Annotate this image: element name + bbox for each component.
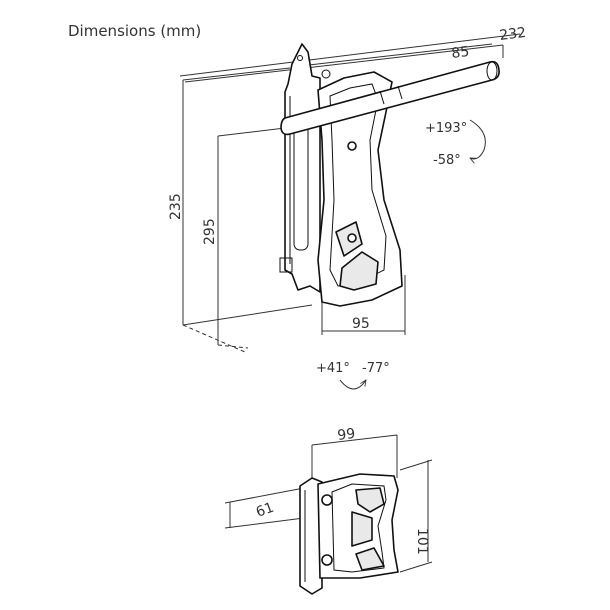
dim-dashed-base-2 [217, 344, 249, 349]
swivel-rotation-indicator [339, 380, 366, 390]
label-bracket-width: 95 [352, 316, 370, 332]
label-swivel-right: -77° [362, 361, 390, 376]
dim-ext-235-top [182, 67, 291, 81]
wall-plate-upper [279, 43, 321, 293]
label-plate-depth: 61 [254, 500, 276, 521]
dim-ext-295-top [217, 127, 286, 137]
dim-line-85 [299, 43, 493, 67]
support-bar [280, 60, 500, 136]
dim-dashed-base [182, 324, 246, 353]
bracket-pivot-bottom [347, 233, 357, 243]
label-plate-height: 101 [414, 528, 430, 555]
bracket-inner [329, 83, 387, 287]
mount-bracket-upper [317, 69, 403, 307]
label-arm-length: 232 [499, 25, 527, 44]
plate-cutout-bottom [355, 547, 385, 571]
support-bar-end [486, 61, 498, 81]
tilt-rotation-indicator [470, 119, 486, 159]
support-bar-clamp-2 [397, 85, 403, 100]
dim-line-232 [184, 44, 504, 83]
label-tilt-up: +193° [425, 121, 467, 136]
label-arm-offset: 85 [451, 44, 471, 62]
support-bar-clamp-1 [379, 90, 385, 105]
mounting-plate-detail [299, 473, 399, 595]
wall-plate-tab [279, 257, 293, 273]
wall-plate-hole-top [297, 55, 303, 61]
tilt-arrow [470, 119, 486, 159]
diagram-title: Dimensions (mm) [68, 22, 202, 40]
swivel-arrow [339, 380, 366, 390]
label-plate-width: 99 [337, 426, 357, 444]
plate-cutout-top [355, 487, 385, 513]
dim-ext-101-top [399, 459, 433, 471]
dim-ext-101-bottom [399, 561, 433, 573]
label-tilt-down: -58° [433, 153, 461, 168]
plate-hole-bottom [321, 554, 333, 566]
bracket-knob [321, 69, 331, 79]
bracket-pivot-top [347, 141, 357, 151]
dim-line-99 [311, 434, 398, 446]
bracket-lower-cutout [339, 251, 379, 291]
dim-ext-61-bottom [224, 517, 305, 529]
plate-hole-top [321, 494, 333, 506]
dim-ext-61-top [224, 487, 305, 504]
label-total-height: 235 [168, 193, 184, 220]
label-swivel-left: +41° [316, 361, 350, 376]
dim-ext-235-bottom [182, 304, 313, 326]
plate-face-inner [331, 483, 387, 573]
plate-cutout-mid [351, 511, 373, 547]
dim-line-232-outer [179, 33, 521, 77]
bracket-outline [317, 71, 403, 307]
label-inner-height: 295 [202, 218, 218, 245]
upper-dimension-lines [179, 33, 521, 353]
